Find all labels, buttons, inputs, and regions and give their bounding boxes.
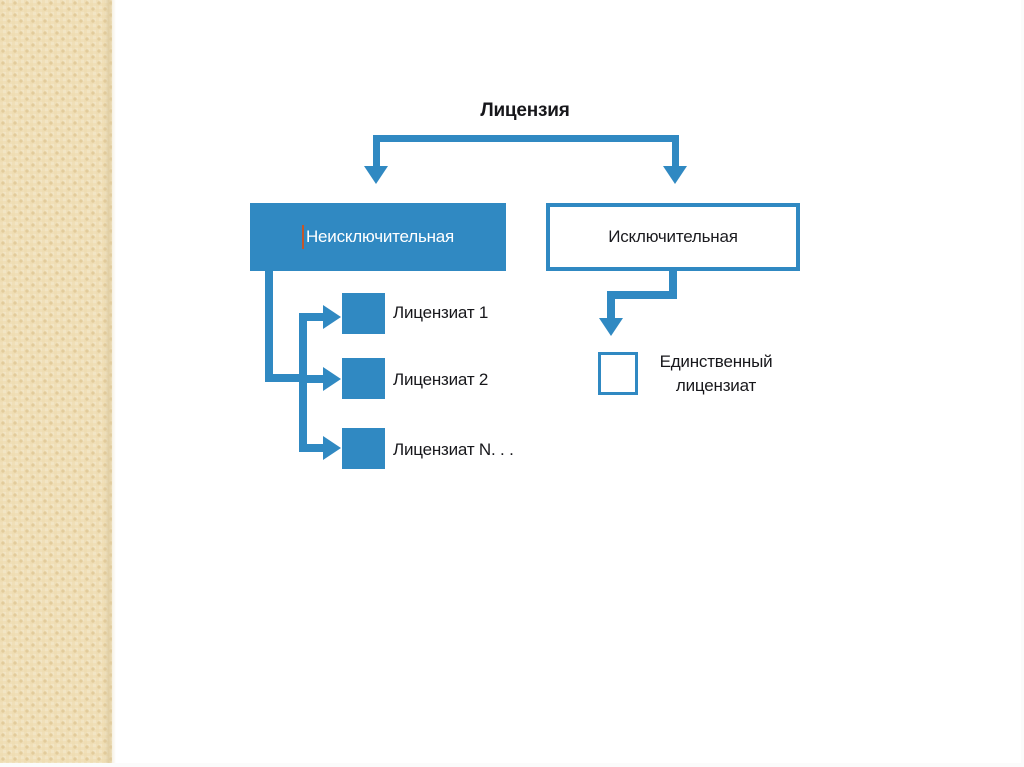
slide-edge-right — [1021, 0, 1024, 767]
diagram-root-title: Лицензия — [480, 100, 570, 121]
root-horizontal-connector — [373, 135, 679, 142]
branch-stub-licensee-1 — [299, 313, 329, 321]
category-label-exclusive: Исключительная — [608, 227, 738, 246]
nonexclusive-stem-vertical — [265, 270, 273, 382]
licensee-label-n: Лицензиат N. . . — [393, 440, 514, 459]
category-box-exclusive[interactable]: Исключительная — [546, 203, 800, 271]
nonexclusive-stem-horizontal — [265, 374, 307, 382]
licensee-square-1[interactable] — [342, 293, 385, 334]
single-licensee-label-line1: Единственный — [659, 352, 773, 371]
branch-stub-licensee-n — [299, 444, 329, 452]
arrow-down-to-single-licensee-icon — [599, 318, 623, 336]
arrow-down-to-exclusive-icon — [663, 166, 687, 184]
category-box-nonexclusive[interactable]: Неисключительная — [250, 203, 506, 271]
arrow-right-licensee-1-icon — [323, 305, 341, 329]
licensee-square-2[interactable] — [342, 358, 385, 399]
arrow-down-to-nonexclusive-icon — [364, 166, 388, 184]
exclusive-stem-vertical — [669, 270, 677, 298]
sidebar-edge-gradient — [104, 0, 116, 767]
slide-edge-bottom — [0, 763, 1024, 767]
exclusive-drop-vertical — [607, 291, 615, 321]
exclusive-stem-horizontal — [607, 291, 677, 299]
root-stem-left — [373, 135, 380, 167]
licensee-label-1: Лицензиат 1 — [393, 303, 489, 322]
text-caret-icon — [301, 225, 304, 249]
single-licensee-square[interactable] — [598, 352, 638, 395]
licensee-square-n[interactable] — [342, 428, 385, 469]
branch-stub-licensee-2 — [299, 375, 329, 383]
single-licensee-label-line2: лицензиат — [675, 376, 757, 395]
licensee-label-2: Лицензиат 2 — [393, 370, 489, 389]
root-stem-right — [672, 135, 679, 167]
single-licensee-label: Единственный лицензиат — [646, 350, 786, 398]
decorative-sidebar-texture — [0, 0, 112, 767]
arrow-right-licensee-2-icon — [323, 367, 341, 391]
category-label-nonexclusive: Неисключительная — [305, 227, 455, 246]
arrow-right-licensee-n-icon — [323, 436, 341, 460]
